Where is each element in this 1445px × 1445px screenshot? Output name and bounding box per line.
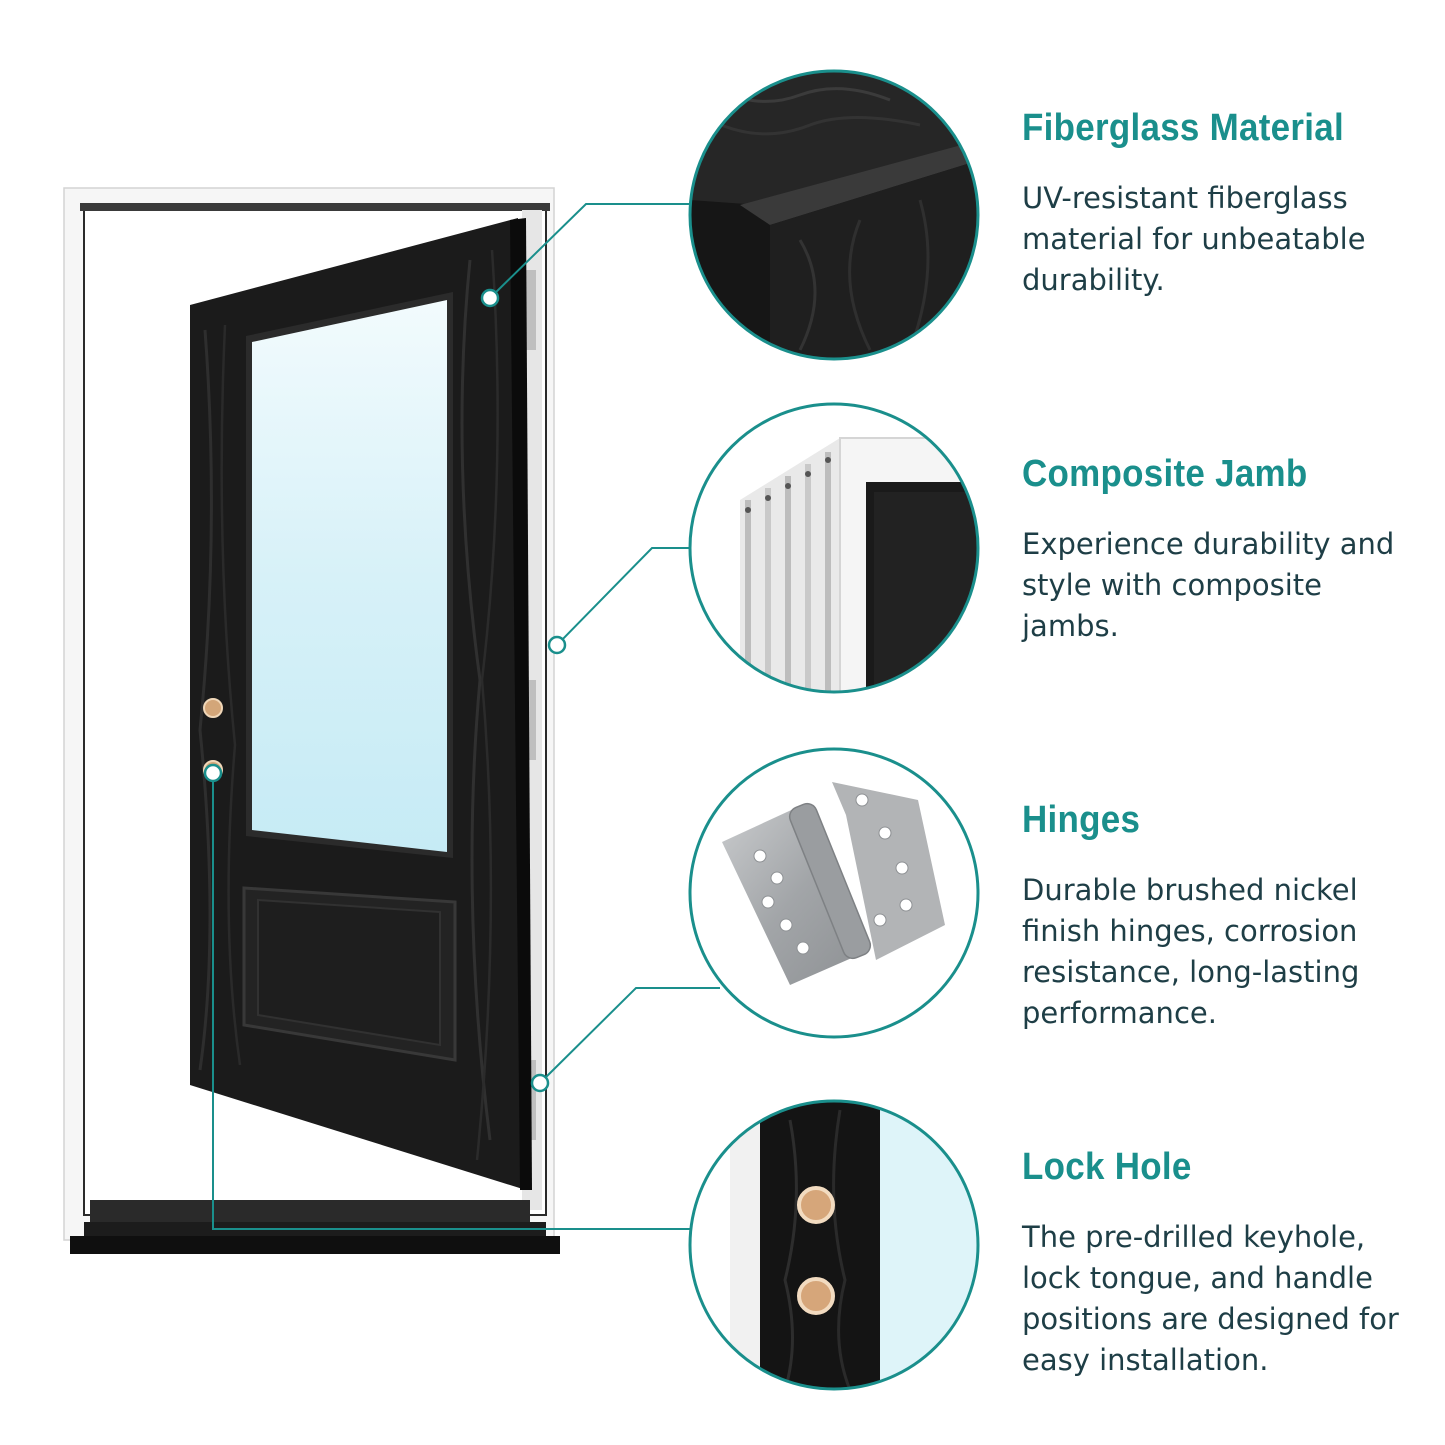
callout-lines [212,203,720,1230]
callout-dot-jamb [547,635,567,655]
feature-title: Hinges [1022,799,1141,841]
feature-title: Lock Hole [1022,1146,1192,1188]
door-glass [252,300,447,852]
feature-description: UV-resistant fiberglass material for unb… [1022,181,1366,297]
feature-description: Experience durability and style with com… [1022,527,1395,643]
feature-title: Fiberglass Material [1022,107,1344,149]
feature-composite-jamb: Composite Jamb Experience durability and… [1022,452,1422,647]
callout-dots [203,288,567,1093]
door-threshold [70,1200,560,1254]
deadbolt-hole [203,698,223,718]
feature-hinges: Hinges Durable brushed nickel finish hin… [1022,798,1422,1034]
hinge-top [526,270,536,350]
feature-title: Composite Jamb [1022,453,1308,495]
feature-fiberglass: Fiberglass Material UV-resistant fibergl… [1022,106,1422,301]
hinge-icon [688,747,980,1039]
feature-description: Durable brushed nickel finish hinges, co… [1022,873,1360,1030]
lock-hole-icon [688,1099,980,1391]
callout-dot-lock [203,763,223,783]
callout-dot-fiberglass [480,288,500,308]
feature-lock-hole: Lock Hole The pre-drilled keyhole, lock … [1022,1145,1422,1381]
hinge-middle [526,680,536,760]
door-leaf [190,218,532,1190]
feature-description: The pre-drilled keyhole, lock tongue, an… [1022,1220,1399,1377]
composite-jamb-icon [688,402,980,694]
fiberglass-closeup-icon [688,69,980,361]
callout-dot-hinge [530,1073,550,1093]
